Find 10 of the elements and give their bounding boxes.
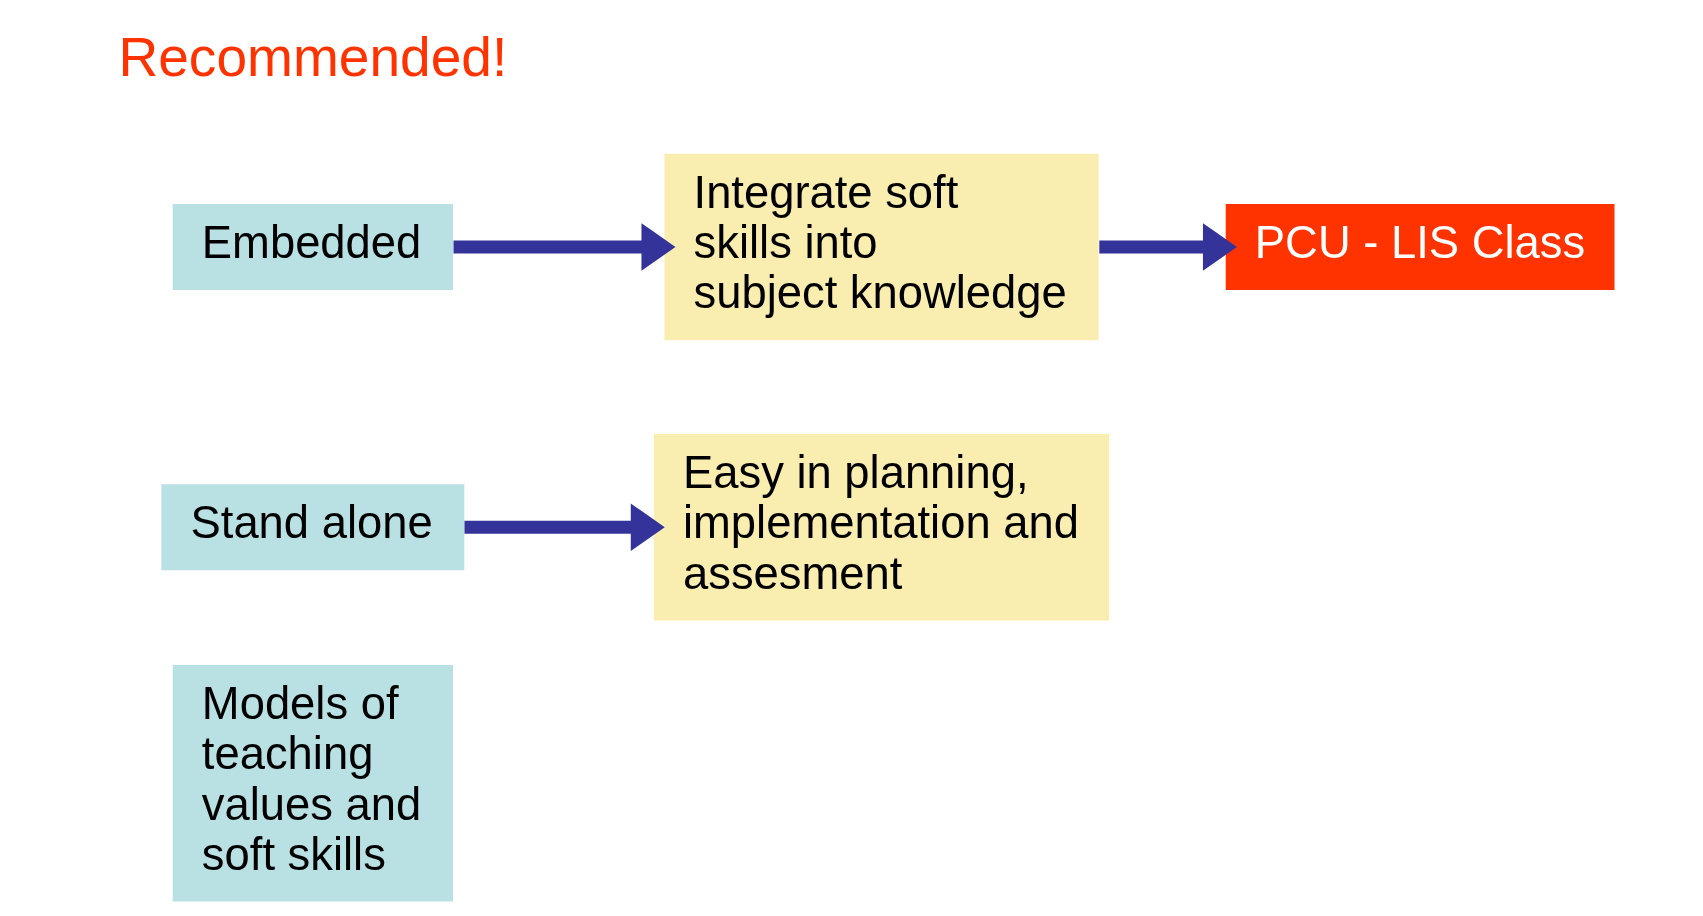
node-box: Stand alone [161,484,465,571]
arrow [1099,223,1237,271]
node-box: PCU - LIS Class [1225,204,1615,290]
node-box: Models of teaching values and soft skills [172,664,453,902]
arrow [453,223,676,271]
node-box: Integrate soft skills into subject knowledge [664,153,1099,341]
node-box: Easy in planning, implementation and assesment [653,434,1110,621]
arrow [464,503,665,552]
label: Recommended! [118,26,508,89]
node-box: Embedded [172,204,453,290]
